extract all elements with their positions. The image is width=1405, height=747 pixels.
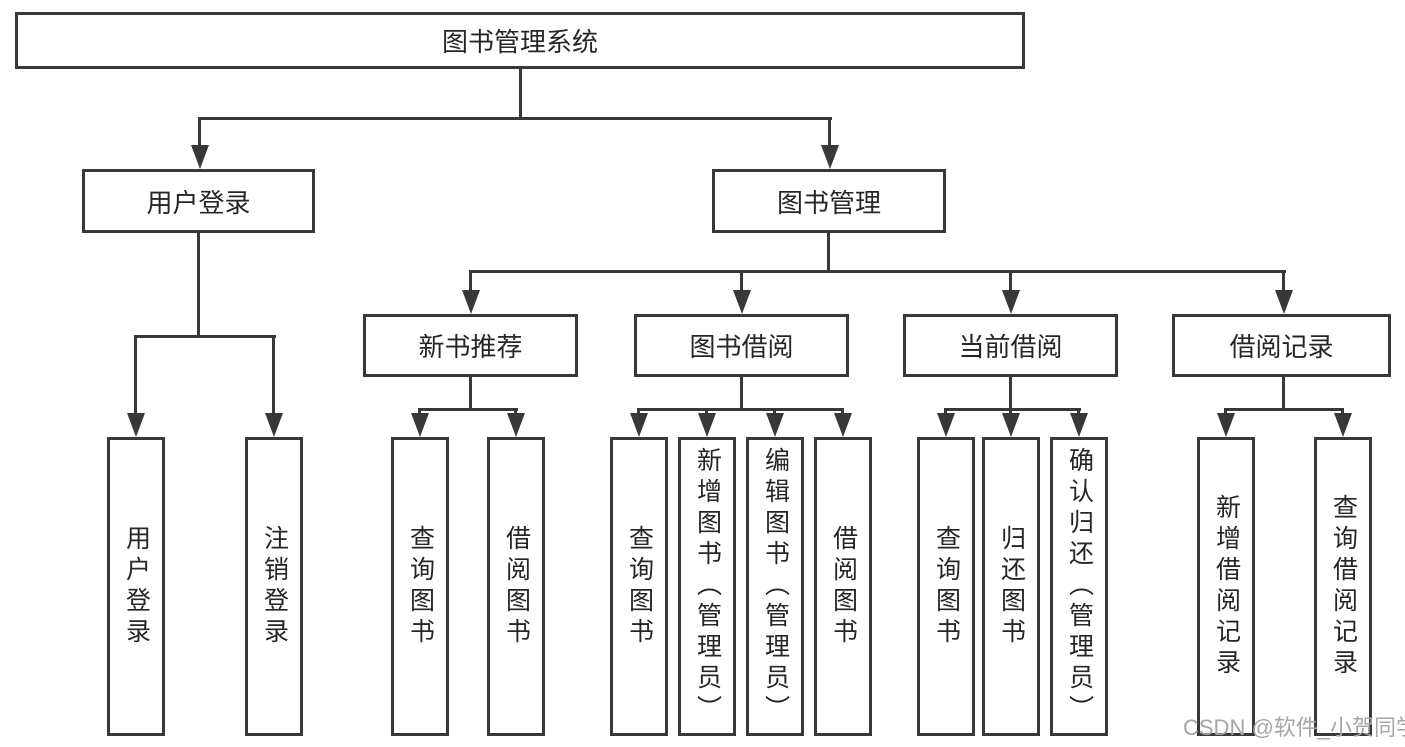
- edge-root-arm-right: [828, 117, 831, 147]
- edge-root-branch: [198, 117, 832, 120]
- leaf-label: 新增图书（管理员）: [693, 447, 722, 726]
- watermark: CSDN @软件_小贺同学: [1183, 715, 1405, 740]
- leaf-add-books-admin: 新增图书（管理员）: [678, 437, 736, 736]
- leaf-label: 确认归还（管理员）: [1065, 447, 1094, 726]
- arrow-down-icon: [1070, 413, 1088, 437]
- leaf-query-books-current: 查询图书: [917, 437, 975, 736]
- edge-current-stem: [1009, 377, 1012, 410]
- arrow-down-icon: [265, 413, 283, 437]
- leaf-label: 借阅图书: [502, 524, 531, 649]
- leaf-label: 新增借阅记录: [1212, 493, 1241, 680]
- edge-new-book-branch: [418, 408, 518, 411]
- arrow-down-icon: [1275, 290, 1293, 314]
- leaf-return-books: 归还图书: [982, 437, 1040, 736]
- node-label: 图书管理: [776, 187, 881, 218]
- leaf-confirm-return-admin: 确认归还（管理员）: [1050, 437, 1108, 736]
- edge-records-branch: [1224, 408, 1344, 411]
- edge-root-arm-left: [198, 117, 201, 147]
- leaf-label: 查询图书: [406, 524, 435, 649]
- edge-records-arm-1: [1224, 408, 1227, 415]
- leaf-label: 归还图书: [997, 524, 1026, 649]
- node-label: 借阅记录: [1229, 332, 1334, 362]
- edge-root-stem: [519, 69, 522, 117]
- edge-borrowing-arm-2: [705, 408, 708, 415]
- arrow-down-icon: [462, 290, 480, 314]
- edge-user-login-branch: [134, 335, 276, 338]
- arrow-down-icon: [1002, 290, 1020, 314]
- edge-book-mgmt-arm-2: [740, 270, 743, 292]
- edge-current-branch: [944, 408, 1081, 411]
- arrow-down-icon: [630, 413, 648, 437]
- leaf-query-books-recommend: 查询图书: [391, 437, 449, 736]
- node-borrowing-records: 借阅记录: [1172, 314, 1391, 377]
- edge-records-stem: [1282, 377, 1285, 410]
- edge-book-mgmt-arm-3: [1009, 270, 1012, 292]
- leaf-query-books-borrowing: 查询图书: [610, 437, 668, 736]
- arrow-down-icon: [127, 413, 145, 437]
- edge-records-arm-2: [1341, 408, 1344, 415]
- node-book-borrowing: 图书借阅: [634, 314, 849, 377]
- node-library-management-system: 图书管理系统: [15, 12, 1025, 69]
- arrow-down-icon: [937, 413, 955, 437]
- leaf-logout: 注销登录: [245, 437, 303, 736]
- edge-borrowing-arm-3: [773, 408, 776, 415]
- edge-new-book-arm-2: [514, 408, 517, 415]
- leaf-edit-books-admin: 编辑图书（管理员）: [746, 437, 804, 736]
- leaf-label: 查询图书: [625, 524, 654, 649]
- edge-borrowing-branch: [637, 408, 844, 411]
- edge-current-arm-3: [1077, 408, 1080, 415]
- arrow-down-icon: [834, 413, 852, 437]
- arrow-down-icon: [698, 413, 716, 437]
- edge-user-login-arm-2: [272, 335, 275, 415]
- leaf-borrow-books: 借阅图书: [814, 437, 872, 736]
- node-label: 图书管理系统: [441, 27, 598, 57]
- node-current-borrowing: 当前借阅: [903, 314, 1118, 377]
- edge-user-login-stem: [197, 233, 200, 337]
- edge-new-book-arm-1: [418, 408, 421, 415]
- edge-user-login-arm-1: [134, 335, 137, 415]
- arrow-down-icon: [191, 145, 209, 169]
- node-book-management: 图书管理: [712, 169, 946, 233]
- arrow-down-icon: [766, 413, 784, 437]
- edge-current-arm-1: [944, 408, 947, 415]
- leaf-add-borrow-record: 新增借阅记录: [1197, 437, 1255, 736]
- node-user-login: 用户登录: [82, 169, 315, 233]
- leaf-label: 借阅图书: [829, 524, 858, 649]
- leaf-label: 用户登录: [122, 524, 151, 649]
- node-label: 图书借阅: [689, 332, 794, 362]
- edge-current-arm-2: [1009, 408, 1012, 415]
- leaf-query-borrow-record: 查询借阅记录: [1314, 437, 1372, 736]
- edge-borrowing-arm-1: [637, 408, 640, 415]
- node-label: 用户登录: [146, 187, 251, 218]
- edge-new-book-stem: [469, 377, 472, 410]
- leaf-label: 查询借阅记录: [1329, 493, 1358, 680]
- edge-book-mgmt-stem: [827, 233, 830, 272]
- arrow-down-icon: [411, 413, 429, 437]
- arrow-down-icon: [1002, 413, 1020, 437]
- node-label: 当前借阅: [958, 332, 1063, 362]
- node-new-book-recommendation: 新书推荐: [363, 314, 578, 377]
- leaf-borrow-books-recommend: 借阅图书: [487, 437, 545, 736]
- edge-book-mgmt-arm-1: [469, 270, 472, 292]
- leaf-label: 编辑图书（管理员）: [761, 447, 790, 726]
- edge-borrowing-stem: [740, 377, 743, 410]
- arrow-down-icon: [1334, 413, 1352, 437]
- leaf-user-login: 用户登录: [107, 437, 165, 736]
- arrow-down-icon: [507, 413, 525, 437]
- leaf-label: 查询图书: [932, 524, 961, 649]
- edge-book-mgmt-arm-4: [1282, 270, 1285, 292]
- leaf-label: 注销登录: [260, 524, 289, 649]
- arrow-down-icon: [1217, 413, 1235, 437]
- edge-borrowing-arm-4: [841, 408, 844, 415]
- arrow-down-icon: [733, 290, 751, 314]
- edge-book-mgmt-branch: [469, 270, 1286, 273]
- arrow-down-icon: [821, 145, 839, 169]
- node-label: 新书推荐: [418, 332, 523, 362]
